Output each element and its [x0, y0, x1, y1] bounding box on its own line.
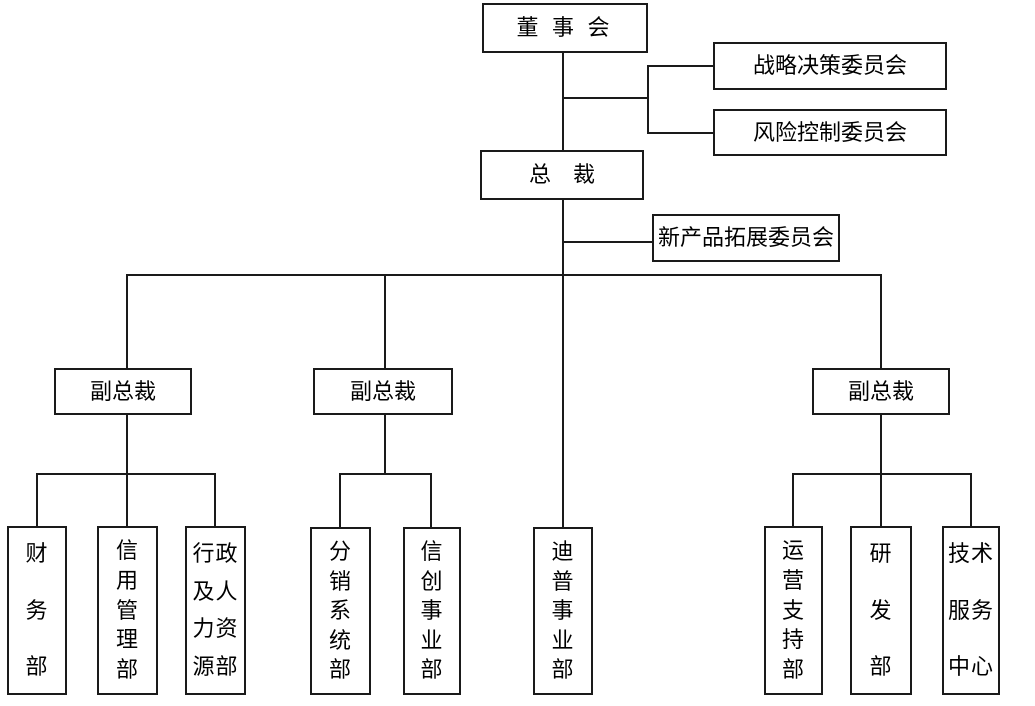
connector-group3-stub3: [970, 474, 972, 526]
node-vice-president-2: 副总裁: [313, 368, 453, 415]
connector-group3-stub2: [880, 474, 882, 526]
connector-main-horizontal: [126, 274, 882, 276]
connector-group1-stub3: [214, 474, 216, 526]
connector-trunk-to-committees: [563, 97, 649, 99]
node-credit-management-dept: 信用管理部: [97, 526, 158, 695]
connector-group2-horizontal: [339, 473, 432, 475]
node-new-product-expansion-committee: 新产品拓展委员会: [652, 214, 840, 262]
connector-committees-vertical: [647, 65, 649, 134]
connector-group3-stub1: [792, 474, 794, 526]
connector-group1-stub2: [126, 474, 128, 526]
node-risk-control-committee: 风险控制委员会: [713, 109, 947, 156]
node-distribution-system-dept: 分销系统部: [310, 527, 371, 695]
node-dipu-business-dept: 迪普事业部: [533, 527, 593, 695]
node-vice-president-1: 副总裁: [54, 368, 192, 415]
connector-risk-stub: [648, 132, 713, 134]
connector-vp2-drop: [384, 275, 386, 368]
node-xinchuang-business-dept: 信创事业部: [403, 527, 461, 695]
connector-vp3-down: [880, 415, 882, 474]
connector-vp2-down: [384, 415, 386, 474]
node-strategy-decision-committee: 战略决策委员会: [713, 42, 947, 90]
connector-group2-stub1: [339, 474, 341, 527]
connector-president-dipu: [562, 200, 564, 527]
connector-vp1-drop: [126, 275, 128, 368]
node-president: 总 裁: [480, 150, 644, 200]
connector-group3-horizontal: [792, 473, 972, 475]
node-finance-dept: 财务部: [7, 526, 67, 695]
connector-vp3-drop: [880, 275, 882, 368]
connector-group1-stub1: [36, 474, 38, 526]
node-operations-support-dept: 运营支持部: [764, 526, 823, 695]
node-rnd-dept: 研发部: [850, 526, 912, 695]
connector-vp1-down: [126, 415, 128, 474]
connector-newproduct-stub: [563, 241, 652, 243]
connector-strategy-stub: [648, 65, 713, 67]
node-vice-president-3: 副总裁: [812, 368, 950, 415]
connector-board-president: [562, 53, 564, 150]
connector-group2-stub2: [430, 474, 432, 527]
node-admin-hr-dept: 行政及人力资源部: [185, 526, 246, 695]
node-board-of-directors: 董 事 会: [482, 3, 648, 53]
node-tech-service-center: 技术服务中心: [942, 526, 1000, 695]
